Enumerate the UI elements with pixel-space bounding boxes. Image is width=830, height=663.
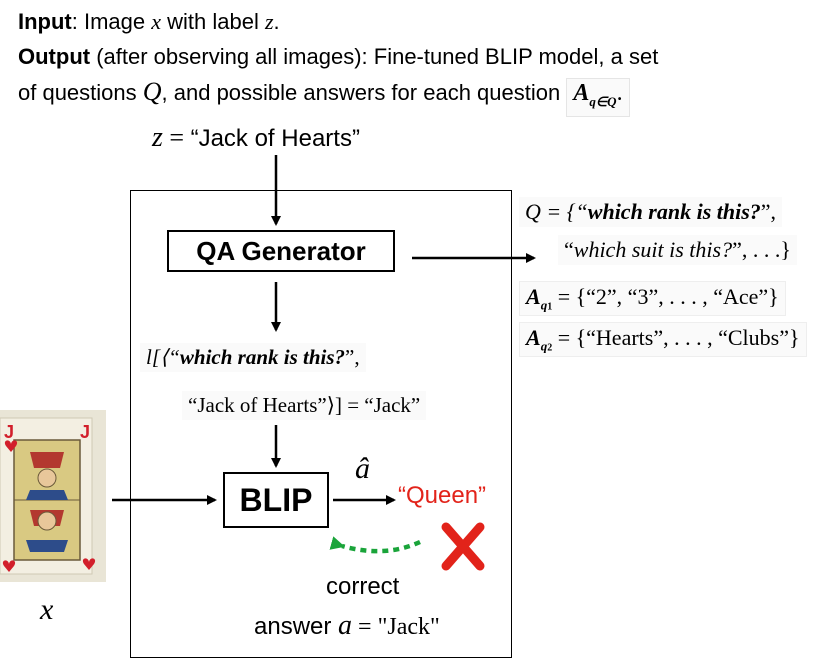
label-function-line2: “Jack of Hearts”⟩] = “Jack” [182,391,427,420]
playing-card-icon: J J [0,410,106,582]
image-var-label: x [40,593,54,626]
answers-q1: Aq1 = {“2”, “3”, . . . , “Ace”} [519,281,786,317]
prediction-hat-label: â [355,452,370,485]
header-input-line: Input: Image x with label z. [18,9,280,34]
label-function-line1: l[⟨“which rank is this?”, [140,343,366,372]
correct-answer-line2: answer a = "Jack" [254,610,440,641]
pipeline-box [130,190,512,658]
answers-q2: Aq2 = {“Hearts”, . . . , “Clubs”} [519,322,807,358]
label-input: z = “Jack of Hearts” [152,122,360,153]
question-set-line1: Q = {“which rank is this?”, [519,197,783,227]
cross-icon [441,522,485,571]
correct-answer-line1: correct [326,573,400,600]
question-set-line2: “which suit is this?”, . . .} [558,235,797,265]
answers-set-symbol: Aq∈Q. [566,78,630,117]
prediction-value: “Queen” [398,482,487,509]
header-output-line2: of questions Q, and possible answers for… [18,78,630,117]
qa-generator-box: QA Generator [167,230,395,272]
blip-label: BLIP [239,481,313,518]
feedback-arrow [329,536,421,554]
svg-text:J: J [80,422,90,442]
header-output-line: Output (after observing all images): Fin… [18,44,659,69]
blip-box: BLIP [223,472,329,528]
qa-generator-label: QA Generator [196,235,366,266]
svg-text:J: J [4,422,14,442]
